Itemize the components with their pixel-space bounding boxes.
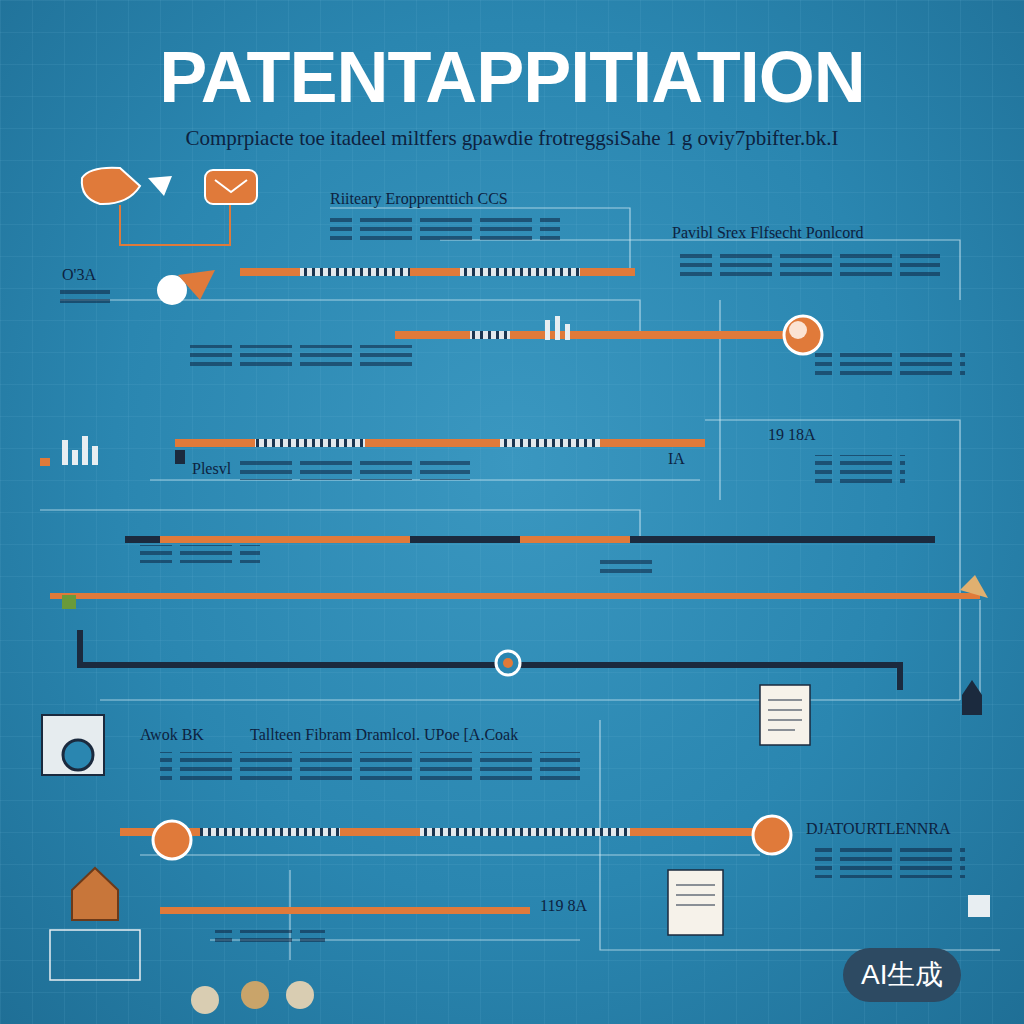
- diagram-title: PATENTAPPITIATION: [0, 36, 1024, 118]
- callout-number: IA: [668, 450, 685, 468]
- section-label: Plesvl: [192, 460, 231, 478]
- callout-number: 119 8A: [540, 897, 587, 915]
- section-label: Tallteen Fibram Dramlcol. UPoe [A.Coak: [250, 726, 518, 744]
- callout-number: 19 18A: [768, 426, 816, 444]
- watermark: AI生成: [843, 948, 961, 1002]
- diagram-caption: Comprpiacte toe itadeel miltfers gpawdie…: [0, 126, 1024, 151]
- callout-number: O'3A: [62, 266, 96, 284]
- section-label: DJATOURTLENNRA: [806, 820, 951, 838]
- section-label: Awok BK: [140, 726, 204, 744]
- section-label: Riiteary Eropprenttich CCS: [330, 190, 508, 208]
- section-label: Pavibl Srex Flfsecht Ponlcord: [672, 224, 864, 242]
